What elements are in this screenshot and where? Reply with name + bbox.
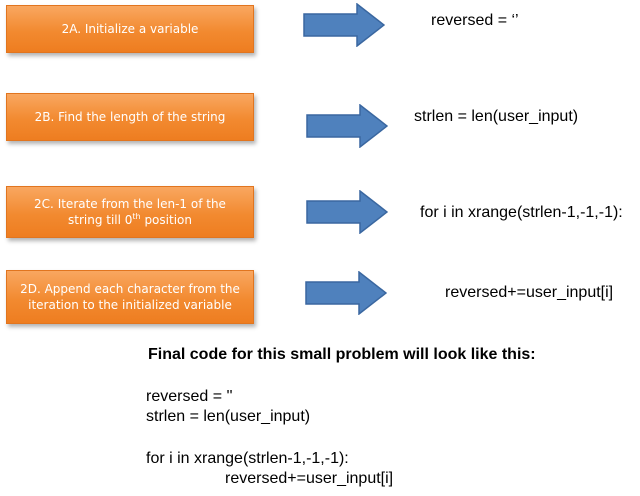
arrow-right-icon bbox=[305, 271, 387, 315]
step-label-2d-line1: 2D. Append each character from the bbox=[20, 282, 240, 296]
arrow-right-icon bbox=[306, 190, 388, 234]
step-code-2d: reversed+=user_input[i] bbox=[445, 284, 614, 301]
step-label-2c-line1: 2C. Iterate from the len-1 of the bbox=[34, 197, 226, 211]
step-label-2b: 2B. Find the length of the string bbox=[34, 110, 226, 124]
step-label-2d-line2: iteration to the initialized variable bbox=[28, 298, 232, 312]
arrow-right-icon bbox=[306, 104, 388, 148]
final-code-line-1: reversed = '' bbox=[146, 388, 233, 405]
step-code-2b: strlen = len(user_input) bbox=[414, 108, 579, 125]
step-code-2a: reversed = ‘’ bbox=[431, 12, 519, 29]
final-code-line-4: reversed+=user_input[i] bbox=[225, 470, 394, 487]
step-label-2a: 2A. Initialize a variable bbox=[61, 22, 199, 36]
step-box-2d: 2D. Append each character from the itera… bbox=[6, 270, 254, 324]
arrow-right-icon bbox=[303, 3, 385, 47]
step-label-2c-line2: string till 0th position bbox=[67, 212, 192, 228]
final-code-title: Final code for this small problem will l… bbox=[148, 346, 536, 363]
step-code-2c: for i in xrange(strlen-1,-1,-1): bbox=[420, 204, 623, 221]
step-box-2a: 2A. Initialize a variable bbox=[6, 5, 254, 53]
step-box-2b: 2B. Find the length of the string bbox=[6, 93, 254, 141]
final-code-line-2: strlen = len(user_input) bbox=[146, 408, 311, 425]
final-code-line-3: for i in xrange(strlen-1,-1,-1): bbox=[146, 450, 349, 467]
step-box-2c: 2C. Iterate from the len-1 of the string… bbox=[6, 186, 254, 238]
